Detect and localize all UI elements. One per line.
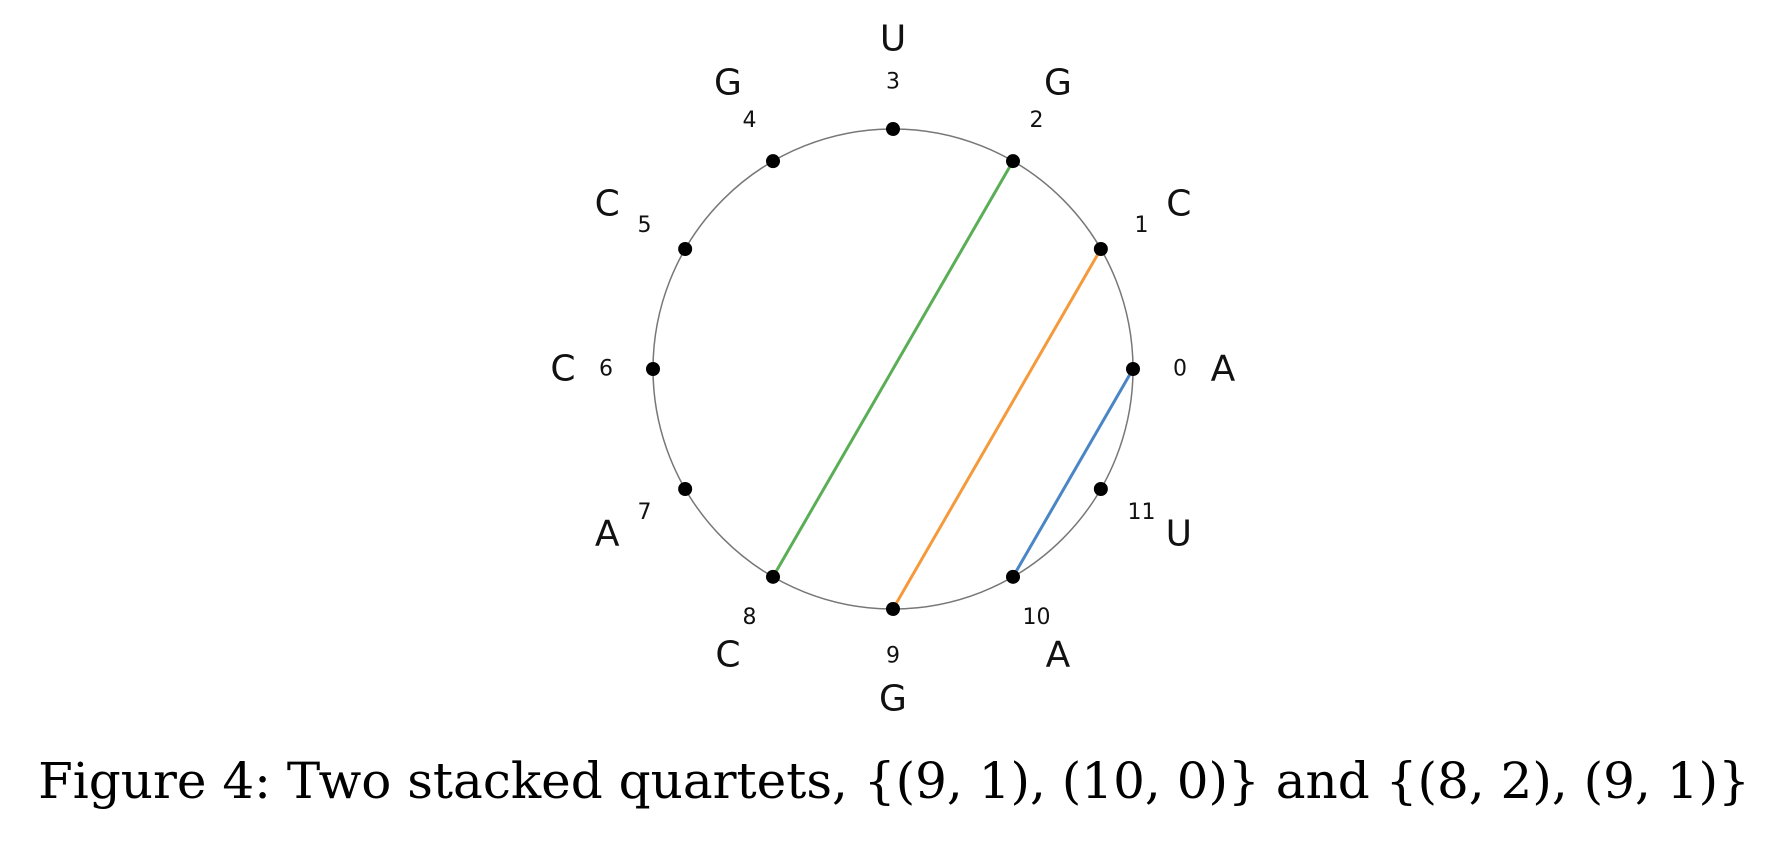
base-label-11: U	[1166, 514, 1192, 555]
index-label-8: 8	[743, 605, 757, 630]
base-label-9: G	[879, 679, 907, 720]
pair-line-10-0	[1011, 368, 1135, 578]
index-label-10: 10	[1023, 605, 1051, 630]
node-0	[1126, 362, 1140, 376]
index-label-3: 3	[886, 70, 900, 95]
node-7	[678, 482, 693, 496]
figure-caption: Figure 4: Two stacked quartets, {(9, 1),…	[38, 752, 1750, 810]
node-10	[1006, 569, 1020, 584]
base-label-4: G	[714, 63, 742, 104]
base-label-6: C	[550, 349, 575, 390]
node-4	[766, 154, 780, 169]
node-11	[1093, 482, 1108, 496]
base-label-3: U	[880, 19, 906, 60]
base-label-8: C	[715, 634, 740, 675]
base-label-0: A	[1211, 349, 1236, 390]
node-1	[1093, 242, 1108, 256]
node-6	[646, 362, 660, 376]
base-label-7: A	[595, 514, 620, 555]
node-9	[886, 602, 900, 616]
node-2	[1006, 154, 1020, 169]
base-label-2: G	[1044, 63, 1072, 104]
node-3	[886, 122, 900, 136]
base-label-5: C	[595, 184, 620, 225]
base-label-1: C	[1166, 184, 1191, 225]
index-label-6: 6	[599, 357, 613, 382]
pair-line-8-2	[771, 160, 1015, 578]
index-label-9: 9	[886, 644, 900, 669]
index-label-4: 4	[743, 108, 757, 133]
nucleotide-nodes	[646, 122, 1140, 616]
index-label-2: 2	[1030, 108, 1044, 133]
index-label-5: 5	[637, 213, 651, 238]
index-label-0: 0	[1173, 357, 1187, 382]
pair-line-9-1	[891, 248, 1103, 610]
index-label-11: 11	[1128, 500, 1156, 525]
index-label-7: 7	[637, 500, 651, 525]
node-5	[678, 242, 693, 256]
pair-lines	[771, 160, 1135, 610]
node-8	[766, 569, 780, 584]
index-label-1: 1	[1135, 213, 1149, 238]
base-label-10: A	[1046, 634, 1071, 675]
